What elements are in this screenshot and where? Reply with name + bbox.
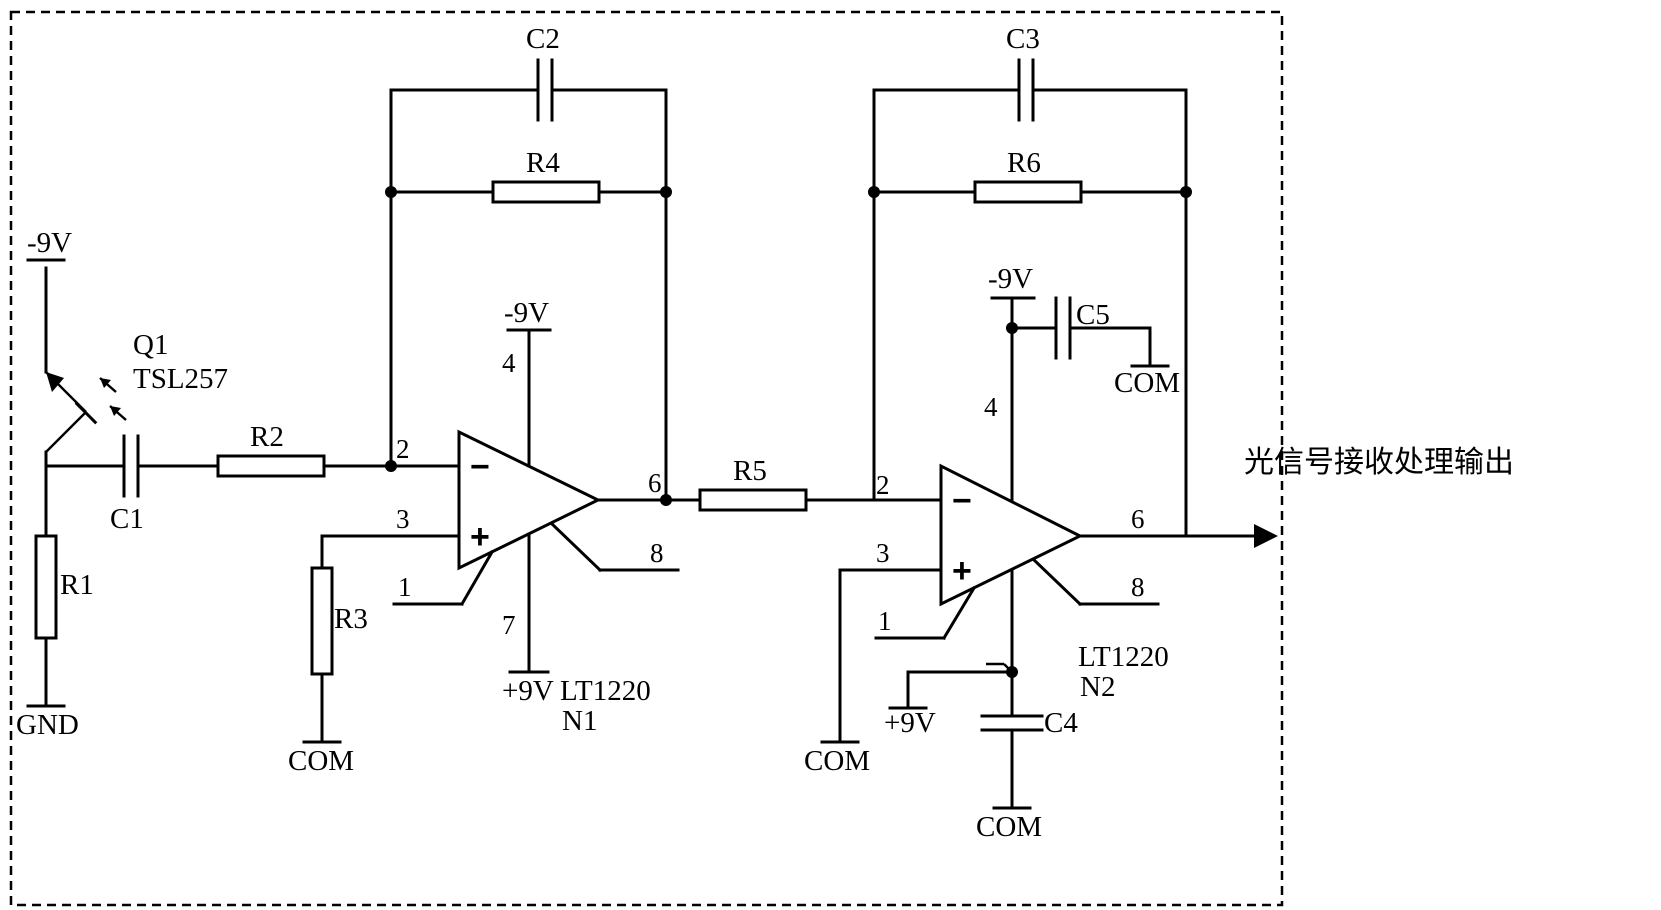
n2-pin6: 6 (1131, 504, 1145, 534)
module-boundary (11, 12, 1282, 905)
c1-label: C1 (110, 503, 144, 535)
n1-pos-supply-label: +9V (502, 675, 554, 707)
n2-pin1: 1 (878, 606, 892, 636)
n2-pin3: 3 (876, 538, 890, 568)
n2-pin8: 8 (1131, 572, 1145, 602)
n1-minus-sign: − (470, 448, 490, 486)
c5-capacitor (1056, 298, 1070, 358)
output-arrow-icon (1254, 524, 1278, 548)
com-n2in-label: COM (804, 745, 870, 777)
com-c4-label: COM (976, 811, 1042, 843)
n2-plus-sign: + (952, 552, 972, 590)
r4-label: R4 (526, 147, 560, 179)
r2-label: R2 (250, 421, 284, 453)
output-label: 光信号接收处理输出 (1244, 445, 1514, 480)
q1-ref-label: Q1 (133, 329, 168, 361)
n1-part-label: LT1220 (560, 675, 651, 707)
c5-label: C5 (1076, 299, 1110, 331)
r6-label: R6 (1007, 147, 1041, 179)
r1-resistor (36, 536, 56, 638)
c4-capacitor (982, 716, 1042, 730)
n2-minus-sign: − (952, 482, 972, 520)
n1-pin2: 2 (396, 434, 410, 464)
n1-pin7: 7 (502, 610, 516, 640)
r6-resistor (975, 182, 1081, 202)
r5-label: R5 (733, 455, 767, 487)
n2-part-label: LT1220 (1078, 641, 1169, 673)
com-r3-label: COM (288, 745, 354, 777)
c1-capacitor (124, 436, 138, 496)
n1-neg-supply-label: -9V (504, 297, 549, 329)
gnd-label: GND (16, 709, 79, 741)
c2-capacitor (538, 60, 552, 120)
r5-resistor (700, 490, 806, 510)
n1-pin1: 1 (398, 572, 412, 602)
q1-part-label: TSL257 (133, 363, 228, 395)
n2-neg-supply-label: -9V (988, 263, 1033, 295)
com-c5-label: COM (1114, 367, 1180, 399)
q1-phototransistor (46, 268, 126, 492)
n1-pin4: 4 (502, 348, 516, 378)
r3-resistor (312, 568, 332, 674)
n1-pin3: 3 (396, 504, 410, 534)
n2-pin4: 4 (984, 392, 998, 422)
n2-pos-supply-label: +9V (884, 707, 936, 739)
n1-pin8: 8 (650, 538, 664, 568)
c2-label: C2 (526, 23, 560, 55)
n1-pin6: 6 (648, 468, 662, 498)
n1-ref-label: N1 (562, 705, 597, 737)
c3-capacitor (1019, 60, 1033, 120)
q1-supply-label: -9V (27, 227, 72, 259)
n2-ref-label: N2 (1080, 671, 1115, 703)
r4-resistor (493, 182, 599, 202)
c4-label: C4 (1044, 707, 1078, 739)
n2-pin2: 2 (876, 470, 890, 500)
r2-resistor (218, 456, 324, 476)
c3-label: C3 (1006, 23, 1040, 55)
r1-label: R1 (60, 569, 94, 601)
light-arrows-icon (100, 378, 126, 420)
n1-plus-sign: + (470, 518, 490, 556)
r3-label: R3 (334, 603, 368, 635)
